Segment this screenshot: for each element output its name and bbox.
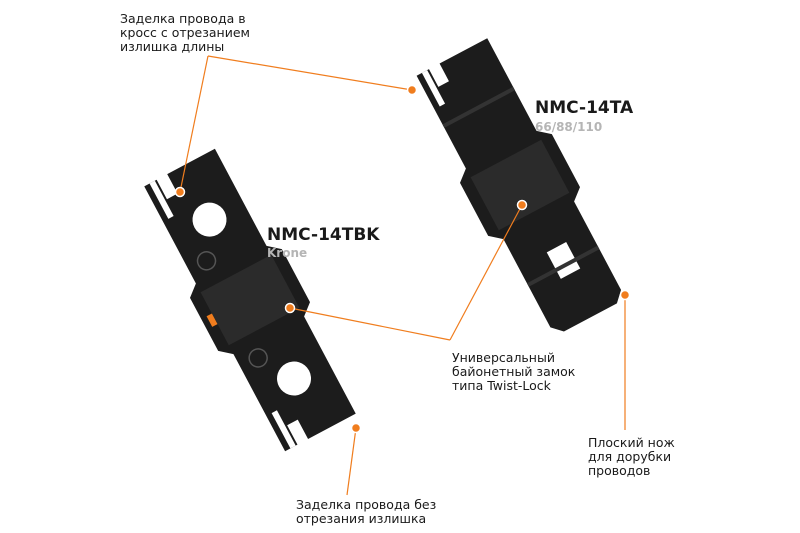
anchor-dot-icon — [516, 199, 528, 211]
callout-bayonet-lock: Универсальный байонетный замок типа Twis… — [452, 350, 576, 393]
model-label-left: NMC-14TBK — [267, 225, 380, 245]
tool-nmc-14tbk — [144, 148, 356, 452]
anchor-dot-icon — [284, 302, 296, 314]
callout-cut-termination: Заделка провода в кросс с отрезанием изл… — [120, 11, 250, 54]
callout-lines — [179, 55, 626, 496]
tool-nmc-14ta — [416, 38, 622, 332]
standard-label-left: Krone — [267, 246, 308, 260]
callout-dots — [174, 84, 631, 434]
mounting-hole-icon — [277, 361, 312, 396]
anchor-dot-icon — [406, 84, 418, 96]
model-label-right: NMC-14TA — [535, 98, 634, 118]
anchor-dot-icon — [619, 289, 631, 301]
callout-flat-blade: Плоский нож для дорубки проводов — [588, 435, 675, 478]
blade-window-icon — [546, 241, 581, 279]
mounting-hole-icon — [192, 202, 227, 237]
anchor-dot-icon — [174, 186, 186, 198]
anchor-dot-icon — [350, 422, 362, 434]
standard-label-right: 66/88/110 — [535, 120, 603, 134]
callout-no-cut-termination: Заделка провода без отрезания излишка — [296, 497, 437, 526]
